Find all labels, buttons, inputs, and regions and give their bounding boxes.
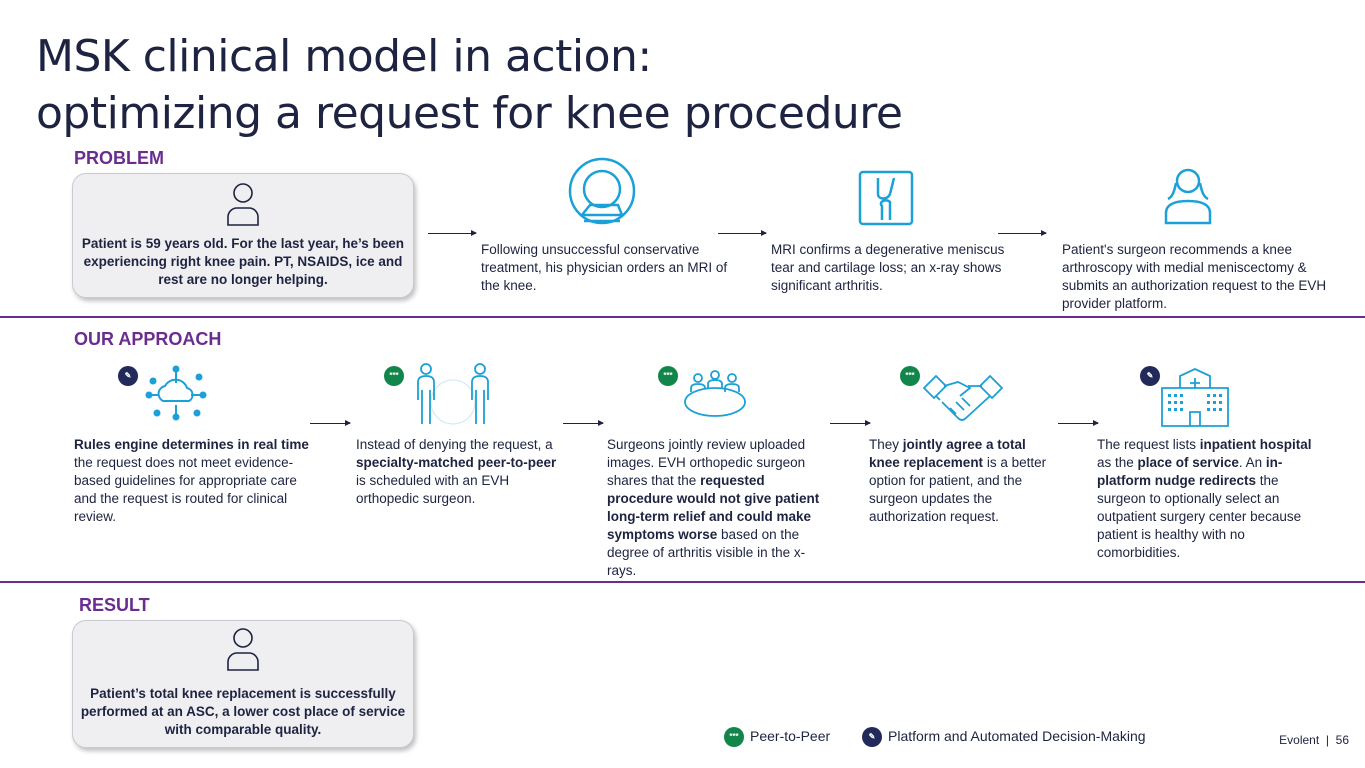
emphasis-text: in-platform nudge redirects [1097, 455, 1283, 488]
emphasis-text: Rules engine determines in real time [74, 437, 309, 452]
emphasis-text: requested procedure would not give patie… [607, 473, 820, 542]
divider [0, 581, 1365, 583]
approach-step-4: They jointly agree a total knee replacem… [869, 436, 1049, 526]
emphasis-text: inpatient hospital [1199, 437, 1312, 452]
step-text: Following unsuccessful conservative trea… [481, 242, 728, 293]
body-text: the request does not meet evidence-based… [74, 455, 297, 524]
brand: Evolent [1279, 733, 1320, 747]
peer-to-peer-icon [417, 363, 489, 425]
approach-step-3: Surgeons jointly review uploaded images.… [607, 436, 832, 580]
mri-scanner-icon [568, 157, 636, 225]
platform-badge-icon: ✎ [118, 366, 138, 386]
body-text: is scheduled with an EVH orthopedic surg… [356, 473, 510, 506]
page-title: MSK clinical model in action: optimizing… [36, 28, 903, 142]
body-text: Instead of denying the request, a [356, 437, 553, 452]
peer-to-peer-badge-icon: *** [900, 366, 920, 386]
patient-description: Patient is 59 years old. For the last ye… [81, 236, 405, 287]
knee-xray-icon [858, 170, 914, 226]
page-number: 56 [1335, 733, 1349, 747]
legend-platform-icon: ✎ [862, 727, 882, 747]
step-text: Patient's surgeon recommends a knee arth… [1062, 242, 1327, 311]
legend-peer-to-peer-icon: *** [724, 727, 744, 747]
arrow [310, 420, 351, 426]
body-text: as the [1097, 455, 1138, 470]
step-text: MRI confirms a degenerative meniscus tea… [771, 242, 1005, 293]
person-icon [227, 183, 259, 226]
emphasis-text: specialty-matched peer-to-peer [356, 455, 557, 470]
arrow [1058, 420, 1099, 426]
body-text: based on the degree of arthritis visible… [607, 527, 806, 578]
emphasis-text: place of service [1137, 455, 1239, 470]
patient-box: Patient is 59 years old. For the last ye… [72, 173, 414, 298]
hospital-icon [1161, 368, 1229, 427]
arrow [998, 230, 1047, 236]
body-text: the surgeon to optionally select an outp… [1097, 473, 1302, 560]
cloud-network-icon [145, 365, 207, 421]
separator: | [1325, 733, 1329, 747]
section-problem: PROBLEM [74, 148, 164, 168]
approach-step-5: The request lists inpatient hospital as … [1097, 436, 1325, 562]
arrow [718, 230, 767, 236]
approach-step-2: Instead of denying the request, a specia… [356, 436, 568, 508]
body-text: The request lists [1097, 437, 1200, 452]
body-text: . An [1238, 455, 1266, 470]
arrow [563, 420, 604, 426]
legend-peer-to-peer: Peer-to-Peer [750, 728, 831, 744]
peer-to-peer-badge-icon: *** [658, 366, 678, 386]
section-result: RESULT [79, 595, 150, 615]
section-approach: OUR APPROACH [74, 329, 222, 349]
body-text: Surgeons jointly review uploaded images.… [607, 437, 806, 488]
footer: Evolent | 56 [1279, 733, 1349, 747]
body-text: They [869, 437, 903, 452]
person-icon [227, 628, 259, 671]
title-line-1: MSK clinical model in action: [36, 31, 652, 82]
legend-platform: Platform and Automated Decision-Making [888, 728, 1146, 744]
platform-badge-icon: ✎ [1140, 366, 1160, 386]
result-description: Patient’s total knee replacement is succ… [80, 686, 406, 737]
approach-step-1: Rules engine determines in real time the… [74, 436, 314, 526]
divider [0, 316, 1365, 318]
peer-to-peer-badge-icon: *** [384, 366, 404, 386]
result-box: Patient’s total knee replacement is succ… [72, 620, 414, 748]
body-text: is a better option for patient, and the … [869, 455, 1047, 524]
emphasis-text: jointly agree a total knee replacement [869, 437, 1026, 470]
arrow [830, 420, 871, 426]
surgeon-icon [1164, 168, 1212, 225]
meeting-table-icon [684, 370, 746, 417]
arrow [428, 230, 477, 236]
title-line-2: optimizing a request for knee procedure [36, 88, 903, 139]
handshake-icon [922, 374, 1004, 421]
